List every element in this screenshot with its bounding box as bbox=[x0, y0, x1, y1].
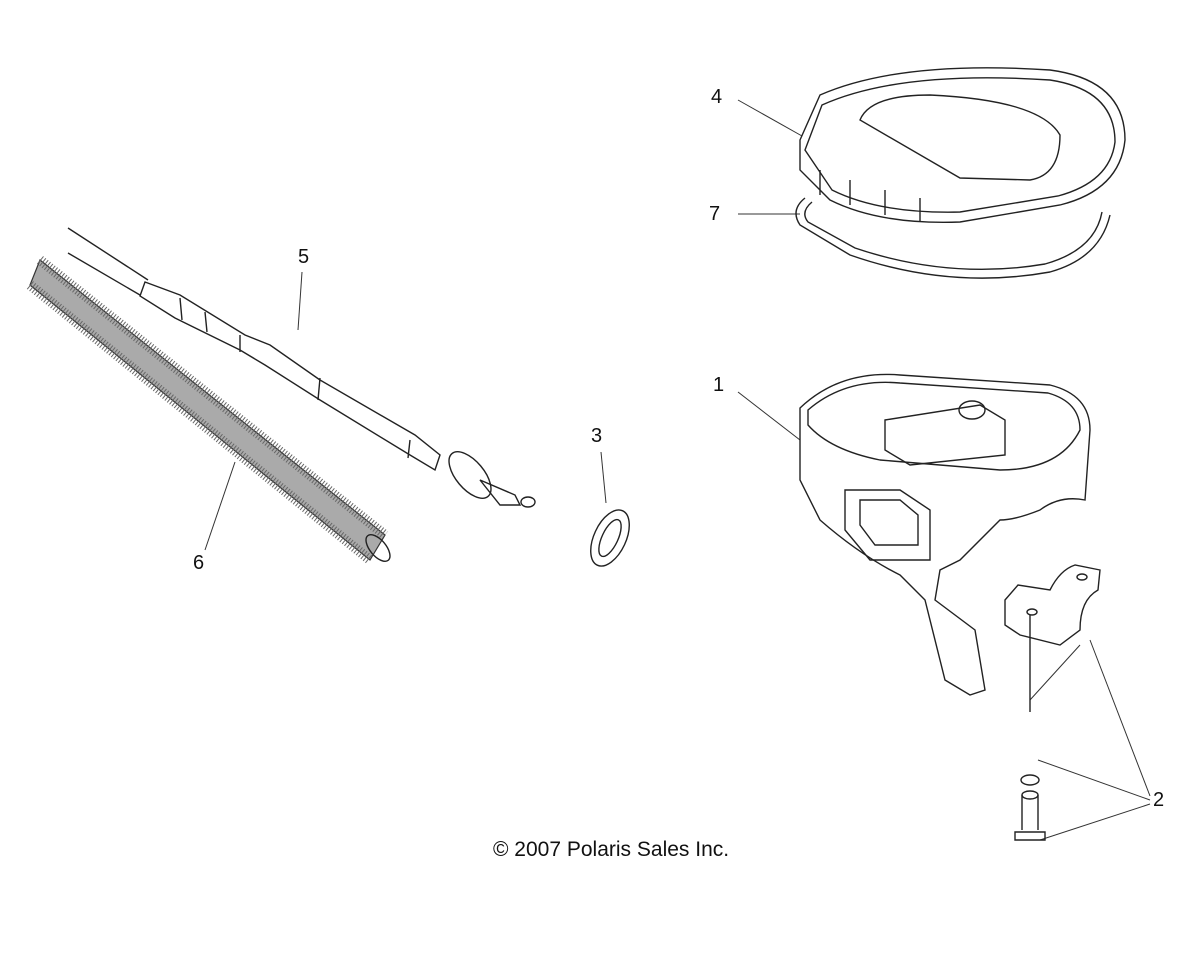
callout-6: 6 bbox=[193, 552, 205, 574]
callout-2: 2 bbox=[1153, 789, 1165, 811]
leader-lines bbox=[204, 99, 1151, 841]
callout-4: 4 bbox=[711, 86, 723, 108]
clamp-part bbox=[1004, 564, 1101, 841]
copyright-notice: © 2007 Polaris Sales Inc. bbox=[493, 838, 730, 861]
gasket-part bbox=[795, 197, 1111, 279]
callout-1: 1 bbox=[713, 374, 725, 396]
spring-part bbox=[26, 256, 391, 564]
lock-washer bbox=[1020, 774, 1040, 786]
cover-part bbox=[799, 67, 1126, 224]
washer-part bbox=[590, 509, 630, 567]
callout-5: 5 bbox=[298, 246, 310, 268]
housing-part bbox=[799, 373, 1091, 696]
callout-7: 7 bbox=[709, 203, 721, 225]
cable-part bbox=[67, 227, 536, 508]
callout-3: 3 bbox=[591, 425, 603, 447]
